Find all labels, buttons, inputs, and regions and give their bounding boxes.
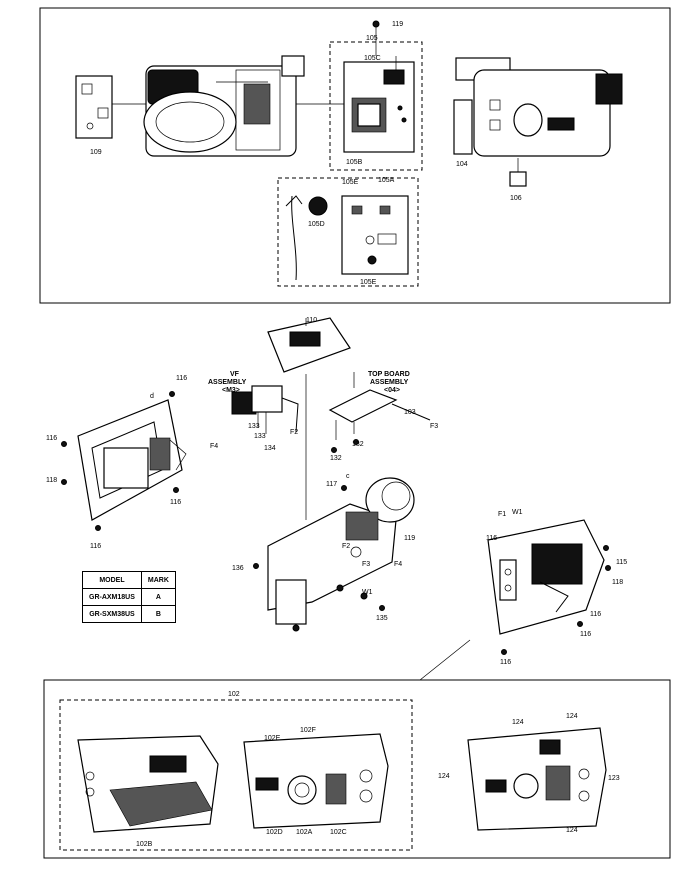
label-110: 110 (306, 317, 317, 324)
label-109: 109 (90, 149, 102, 156)
main-chassis (267, 477, 415, 632)
label-vf-1: VF (230, 371, 240, 378)
model-table-header-model: MODEL (82, 571, 142, 589)
label-132-a: 132 (352, 441, 364, 448)
right-body-shell (419, 519, 605, 681)
label-105B: 105B (346, 159, 363, 166)
part-105A-board (285, 195, 409, 281)
label-116-c: 116 (170, 499, 181, 506)
label-vf-3: <M3> (222, 387, 240, 394)
label-102E: 102E (264, 735, 281, 742)
label-116-g: 116 (580, 631, 591, 638)
part-123-124-frame (467, 727, 607, 831)
label-f4-b: F4 (394, 561, 402, 568)
label-d-a: d (150, 393, 154, 400)
label-102F: 102F (300, 727, 316, 734)
model-table-row: GR-AXM18US A (82, 588, 176, 606)
screw-markers (61, 391, 611, 655)
label-116-h: 116 (500, 659, 511, 666)
label-104: 104 (456, 161, 468, 168)
label-119-mid: 119 (404, 535, 415, 542)
bottom-panel-frame (43, 679, 671, 859)
label-118-b: 118 (612, 579, 623, 586)
label-116-a: 116 (176, 375, 187, 382)
model-table-cell-mark: A (140, 588, 176, 606)
label-vf-2: ASSEMBLY (208, 379, 247, 386)
label-116-d: 116 (90, 543, 101, 550)
part-102-inner-frame (243, 733, 389, 829)
label-f4-a: F4 (210, 443, 218, 450)
label-f1: F1 (498, 511, 506, 518)
part-102B-shell (77, 735, 219, 833)
part-109-bracket (75, 75, 148, 139)
label-134: 134 (264, 445, 276, 452)
group-102-dashed-box (59, 699, 413, 851)
label-102D: 102D (266, 829, 283, 836)
label-123: 123 (608, 775, 620, 782)
label-105D: 105D (308, 221, 325, 228)
label-f2-a: F2 (290, 429, 298, 436)
label-105A: 105A (378, 177, 395, 184)
label-103: 103 (404, 409, 416, 416)
label-top-board-3: <04> (384, 387, 400, 394)
label-105E-a: 105E (342, 179, 359, 186)
label-124-d: 124 (566, 827, 578, 834)
model-table-header-row: MODEL MARK (82, 571, 176, 589)
label-133-b: 133 (254, 433, 266, 440)
label-102: 102 (228, 691, 240, 698)
camcorder-body-top-left (143, 55, 346, 157)
label-top-board-2: ASSEMBLY (370, 379, 409, 386)
label-119-top: 119 (392, 21, 403, 28)
label-116-b: 116 (46, 435, 57, 442)
label-w1-b: W1 (512, 509, 523, 516)
model-mark-table: MODEL MARK GR-AXM18US A GR-SXM38US B (82, 571, 176, 623)
label-105C: 105C (364, 55, 381, 62)
label-102B: 102B (136, 841, 153, 848)
label-106: 106 (510, 195, 522, 202)
top-board-assembly (305, 372, 431, 520)
label-133-a: 133 (248, 423, 260, 430)
label-c: c (346, 473, 350, 480)
camcorder-body-top-right (453, 57, 623, 187)
label-f3-a: F3 (430, 423, 438, 430)
label-124-b: 124 (566, 713, 578, 720)
part-105-cover (343, 20, 415, 153)
label-top-board-1: TOP BOARD (368, 371, 410, 378)
label-116-e: 116 (486, 535, 497, 542)
label-132-b: 132 (330, 455, 342, 462)
label-118-a: 118 (46, 477, 57, 484)
label-105: 105 (366, 35, 378, 42)
vf-assembly (231, 385, 299, 434)
lcd-housing-left (77, 399, 187, 521)
part-110-top-cover (267, 317, 351, 373)
model-table-cell-mark: B (140, 605, 176, 623)
model-table-header-mark: MARK (140, 571, 176, 589)
label-115: 115 (616, 559, 627, 566)
label-102A: 102A (296, 829, 313, 836)
label-136: 136 (232, 565, 244, 572)
model-table-cell-model: GR-SXM38US (82, 605, 142, 623)
top-panel-frame (39, 7, 671, 304)
label-117: 117 (326, 481, 337, 488)
group-105-sub-dashed-box (277, 177, 419, 287)
label-f3-b: F3 (362, 561, 370, 568)
label-w1-a: W1 (362, 589, 373, 596)
label-f2-b: F2 (342, 543, 350, 550)
label-124-a: 124 (512, 719, 524, 726)
model-table-row: GR-SXM38US B (82, 605, 176, 623)
label-135: 135 (376, 615, 388, 622)
label-102C: 102C (330, 829, 347, 836)
label-124-c: 124 (438, 773, 450, 780)
model-table-cell-model: GR-AXM18US (82, 588, 142, 606)
label-105E-b: 105E (360, 279, 377, 286)
label-116-f: 116 (590, 611, 601, 618)
